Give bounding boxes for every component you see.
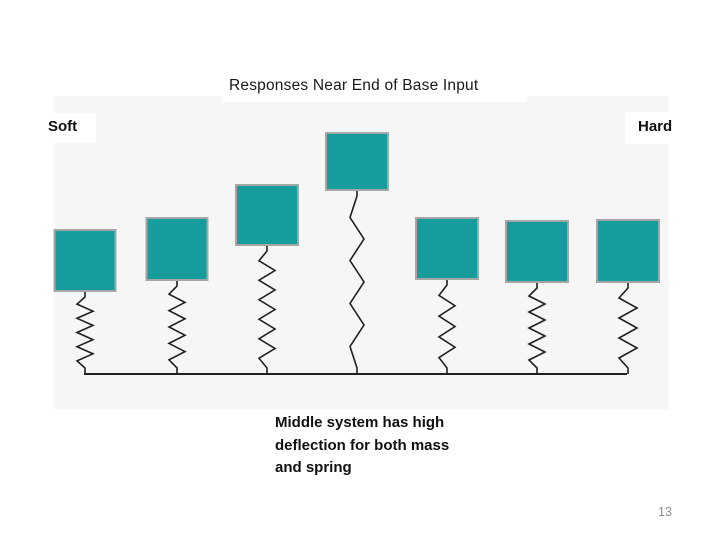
mass-block-system-6 bbox=[505, 220, 569, 283]
spring-system-5 bbox=[437, 279, 457, 374]
mass-block-system-4-middle bbox=[325, 132, 389, 191]
page-number: 13 bbox=[658, 505, 672, 519]
spring-system-7 bbox=[617, 282, 639, 374]
spring-system-3 bbox=[257, 245, 277, 374]
spring-system-1 bbox=[75, 291, 95, 374]
spring-system-4-middle bbox=[349, 190, 365, 374]
hard-label-box: Hard bbox=[625, 112, 707, 144]
caption-line: and spring bbox=[275, 459, 352, 476]
soft-label: Soft bbox=[48, 118, 78, 135]
mass-block-system-3 bbox=[235, 184, 299, 246]
spring-system-6 bbox=[527, 282, 547, 374]
mass-block-system-7 bbox=[596, 219, 660, 283]
mass-block-system-1 bbox=[53, 229, 117, 292]
caption-line: Middle system has high bbox=[275, 414, 445, 431]
mass-block-system-5 bbox=[415, 217, 479, 280]
hard-label: Hard bbox=[638, 118, 673, 135]
soft-label-box: Soft bbox=[30, 113, 96, 143]
caption: Middle system has high deflection for bo… bbox=[275, 412, 485, 480]
slide-title: Responses Near End of Base Input bbox=[229, 77, 479, 94]
mass-block-system-2 bbox=[145, 217, 209, 281]
title-box: Responses Near End of Base Input bbox=[222, 75, 527, 102]
caption-line: deflection for both mass bbox=[275, 436, 450, 454]
spring-system-2 bbox=[167, 280, 187, 374]
